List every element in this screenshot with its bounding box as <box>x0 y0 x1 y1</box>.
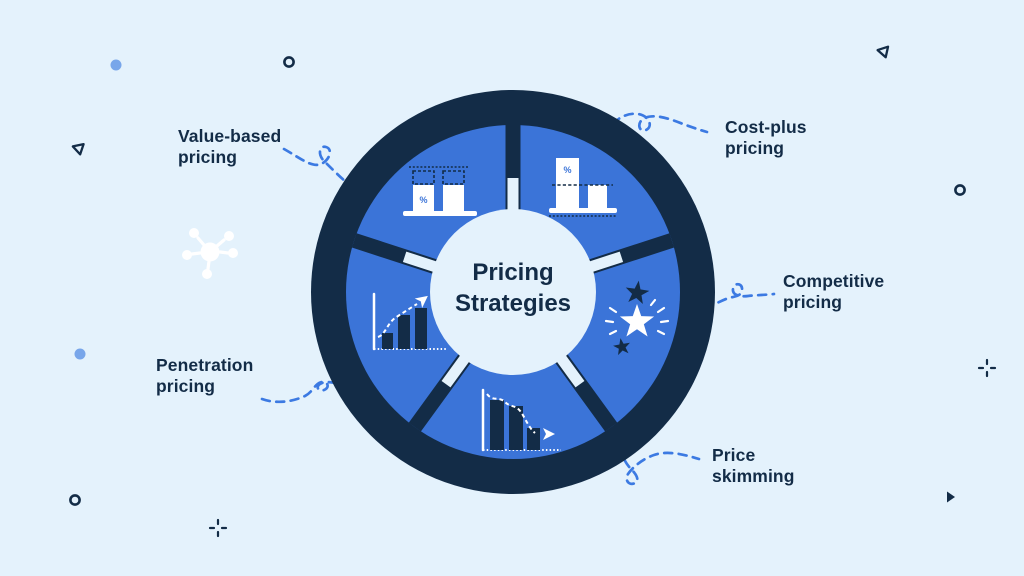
molecule-icon <box>182 228 238 279</box>
label-line: pricing <box>783 292 843 313</box>
label-line: Value-based <box>178 126 282 146</box>
percent-badge: % <box>563 165 571 175</box>
label-line: skimming <box>712 466 795 487</box>
label-line: pricing <box>725 138 785 159</box>
label-price-skimming: Price skimming <box>712 445 795 488</box>
dot <box>74 348 86 360</box>
rising-bars-arrow-icon <box>372 292 447 351</box>
label-penetration-pricing: Penetration pricing <box>156 355 253 398</box>
ring-icon <box>69 494 81 506</box>
triangle-filled-icon <box>947 491 955 503</box>
dot <box>110 59 122 71</box>
connector-price-skimming <box>617 445 701 486</box>
cost-markup-bars-icon: % <box>549 158 617 217</box>
label-cost-plus-pricing: Cost-plus pricing <box>725 117 807 160</box>
label-line: Price <box>712 445 756 465</box>
connector-competitive <box>690 282 776 316</box>
wheel-title: Pricing Strategies <box>454 259 572 317</box>
connector-value-based <box>282 145 365 198</box>
percent-badge: % <box>419 195 427 205</box>
label-line: Competitive <box>783 271 885 291</box>
stars-icon <box>604 278 670 356</box>
crosshair-icon <box>977 358 997 378</box>
pricing-strategies-wheel: % % <box>311 90 715 494</box>
label-line: Penetration <box>156 355 254 375</box>
premium-value-bars-icon: % <box>403 166 477 216</box>
triangle-outline-icon <box>876 45 890 59</box>
declining-bars-arrow-icon <box>481 388 561 452</box>
crosshair-icon <box>208 518 228 538</box>
divider-light-stubs <box>402 178 624 388</box>
label-line: pricing <box>156 376 216 397</box>
connector-cost-plus <box>602 112 709 137</box>
label-value-based-pricing: Value-based pricing <box>178 126 281 169</box>
label-competitive-pricing: Competitive pricing <box>783 271 884 314</box>
triangle-outline-icon <box>71 142 85 156</box>
ring-icon <box>954 184 966 196</box>
connector-penetration <box>260 380 350 404</box>
wheel-center-circle <box>430 209 596 375</box>
label-line: pricing <box>178 147 238 168</box>
ring-icon <box>283 56 295 68</box>
label-line: Cost-plus <box>725 117 807 137</box>
